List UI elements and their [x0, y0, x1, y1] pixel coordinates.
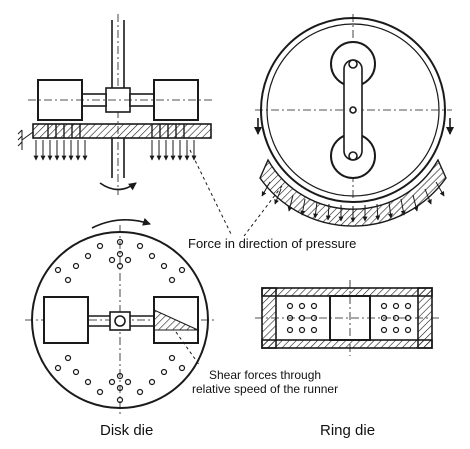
shear-label-line-2: relative speed of the runner — [192, 381, 339, 396]
ring-die-caption: Ring die — [320, 422, 376, 439]
disk-die-caption: Disk die — [100, 422, 154, 439]
pressure-leader-lines — [189, 149, 283, 237]
ring-die-front-view — [254, 14, 454, 227]
disk-die-side-view — [17, 14, 212, 195]
shear-forces-label: Shear forces through relative speed of t… — [192, 368, 339, 397]
force-pressure-label: Force in direction of pressure — [188, 236, 357, 251]
ring-die-section — [255, 280, 440, 356]
disk-die-top-view — [25, 217, 215, 415]
shear-label-line-1: Shear forces through — [209, 368, 322, 382]
